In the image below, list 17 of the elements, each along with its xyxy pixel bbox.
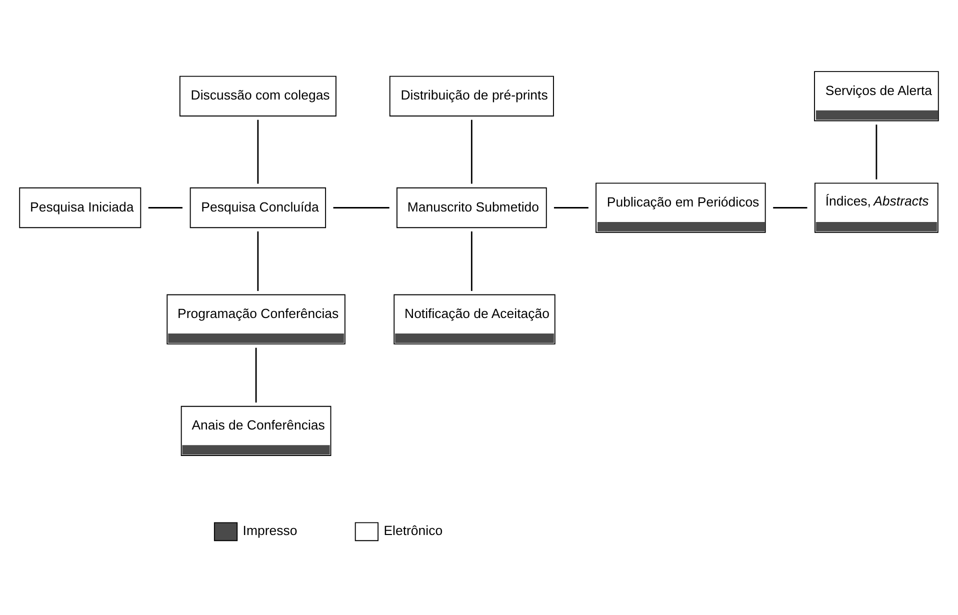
node-box: Manuscrito Submetido <box>396 186 547 228</box>
legend-label: Impresso <box>242 522 298 538</box>
connector <box>470 119 472 184</box>
connector <box>333 206 390 208</box>
connector <box>470 230 472 290</box>
connector <box>876 124 878 179</box>
node-box: Distribuição de pré-prints <box>389 75 554 116</box>
node-box: Pesquisa Concluída <box>190 186 326 228</box>
connector <box>257 119 259 184</box>
node-box: Discussão com colegas <box>179 75 336 116</box>
connector <box>773 206 808 208</box>
connector <box>554 206 588 208</box>
connector <box>257 230 259 290</box>
connector <box>255 347 257 402</box>
connector <box>148 206 182 208</box>
node-box: Pesquisa Iniciada <box>19 186 142 228</box>
legend-label: Eletrônico <box>384 522 443 538</box>
